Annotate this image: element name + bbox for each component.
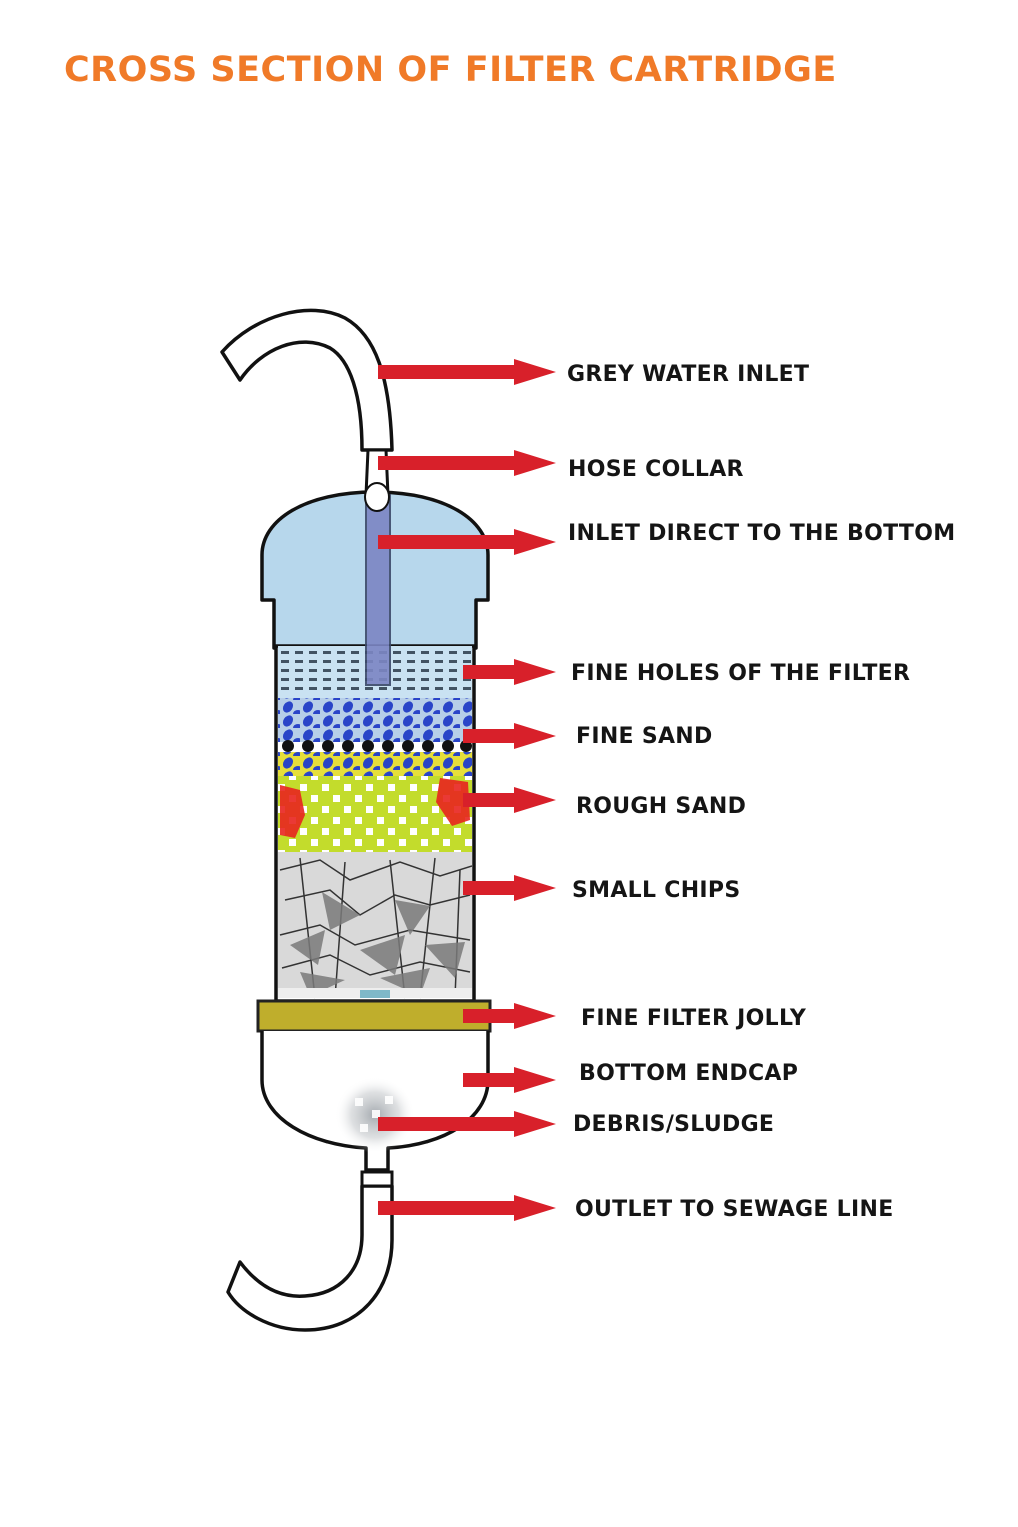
arrow-small-chips: [463, 875, 556, 901]
bead-row: [282, 740, 472, 752]
diagram-title: CROSS SECTION OF FILTER CARTRIDGE: [64, 50, 837, 90]
label-inlet-direct-to-bottom: INLET DIRECT TO THE BOTTOM: [568, 521, 955, 546]
arrow-fine-holes-of-filter: [463, 659, 556, 685]
label-fine-sand: FINE SAND: [576, 724, 713, 749]
arrow-debris-sludge: [378, 1111, 556, 1137]
label-small-chips: SMALL CHIPS: [572, 878, 740, 903]
label-rough-sand: ROUGH SAND: [576, 794, 746, 819]
arrow-bottom-endcap: [463, 1067, 556, 1093]
arrow-hose-collar: [378, 450, 556, 476]
label-debris-sludge: DEBRIS/SLUDGE: [573, 1112, 774, 1137]
label-outlet-to-sewage-line: OUTLET TO SEWAGE LINE: [575, 1197, 894, 1222]
arrow-rough-sand: [463, 787, 556, 813]
label-fine-holes-of-filter: FINE HOLES OF THE FILTER: [571, 661, 910, 686]
inlet-pipe: [365, 494, 391, 686]
fine-filter-jolly: [256, 999, 492, 1033]
label-grey-water-inlet: GREY WATER INLET: [567, 362, 809, 387]
arrow-fine-filter-jolly: [463, 1003, 556, 1029]
arrow-fine-sand: [463, 723, 556, 749]
arrow-inlet-direct-to-bottom: [378, 529, 556, 555]
label-fine-filter-jolly: FINE FILTER JOLLY: [581, 1006, 807, 1031]
inlet-hose: [220, 308, 394, 452]
label-hose-collar: HOSE COLLAR: [568, 457, 744, 482]
arrow-grey-water-inlet: [378, 359, 556, 385]
arrow-outlet-to-sewage-line: [378, 1195, 556, 1221]
label-bottom-endcap: BOTTOM ENDCAP: [579, 1061, 798, 1086]
outlet-hose: [226, 1184, 394, 1332]
